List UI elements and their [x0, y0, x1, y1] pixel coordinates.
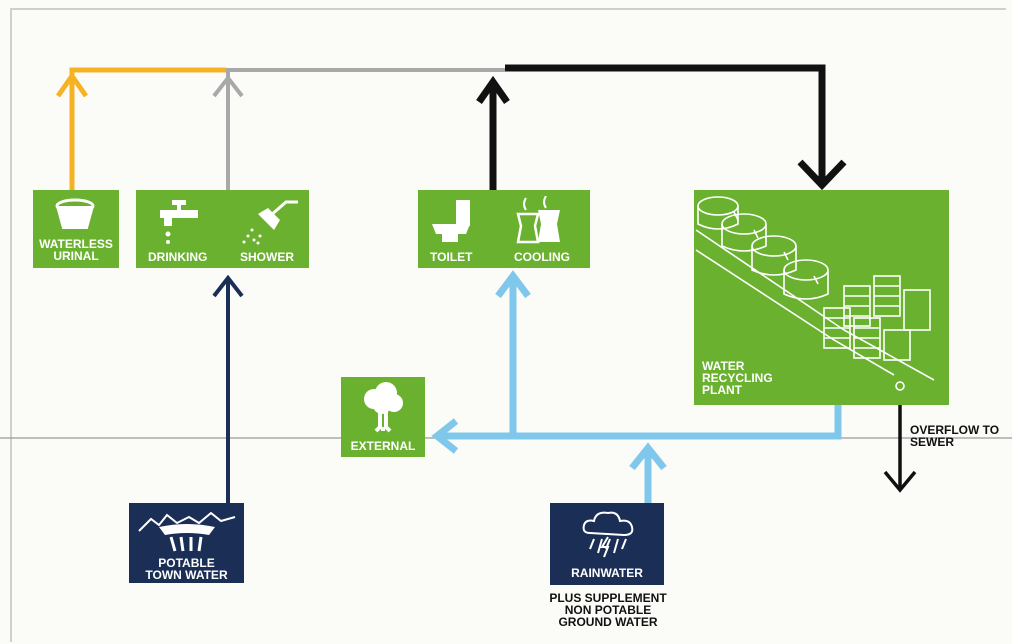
- waterless-urinal-node: WATERLESS URINAL: [33, 190, 119, 268]
- overflow-to-sewer-label: OVERFLOW TO SEWER: [910, 423, 1000, 449]
- tree-icon: [364, 382, 403, 433]
- waterless-urinal-label: WATERLESS URINAL: [39, 237, 113, 263]
- potable-town-water-node: POTABLE TOWN WATER: [129, 503, 244, 583]
- external-label: EXTERNAL: [350, 439, 416, 453]
- potable-town-water-label: POTABLE TOWN WATER: [145, 556, 228, 582]
- water-recycling-plant-label: WATER RECYCLING PLANT: [702, 359, 773, 397]
- overflow-flow: [883, 405, 917, 493]
- diagram-frame: [10, 8, 1006, 642]
- urinal-flow: [55, 67, 226, 190]
- storm-cloud-icon: [582, 511, 634, 558]
- greywater-flow: [212, 68, 505, 190]
- rainwater-label: RAINWATER: [571, 566, 643, 580]
- shower-label: SHOWER: [240, 250, 294, 264]
- toilet-cooling-node: TOILET COOLING: [418, 190, 590, 268]
- shower-head-icon: [242, 200, 298, 245]
- cooling-tower-icon: [516, 196, 560, 244]
- potable-flow: [212, 274, 244, 503]
- supplement-label: PLUS SUPPLEMENT NON POTABLE GROUND WATER: [549, 591, 667, 629]
- toilet-label: TOILET: [430, 250, 473, 264]
- drinking-label: DRINKING: [148, 250, 208, 264]
- recycling-plant-icon: [695, 196, 935, 391]
- dam-icon: [138, 511, 236, 552]
- bucket-icon: [55, 198, 95, 229]
- blackwater-flow: [476, 64, 847, 191]
- drinking-shower-node: DRINKING SHOWER: [136, 190, 309, 268]
- recycled-flow: [431, 270, 842, 503]
- rainwater-node: RAINWATER: [550, 503, 664, 585]
- external-node: EXTERNAL: [341, 377, 425, 457]
- tap-icon: [160, 200, 198, 244]
- water-recycling-plant-node: WATER RECYCLING PLANT: [694, 190, 949, 405]
- toilet-icon: [432, 200, 470, 242]
- cooling-label: COOLING: [514, 250, 570, 264]
